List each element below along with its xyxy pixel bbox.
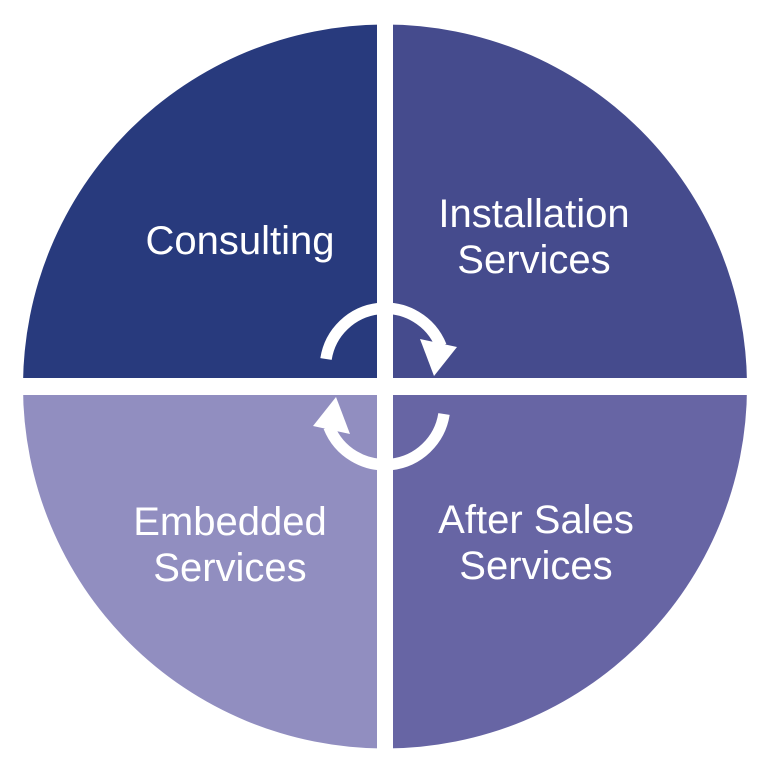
divider-horizontal (0, 378, 768, 395)
label-installation-line1: Installation (438, 192, 629, 236)
cycle-arrow-top-icon (320, 302, 457, 376)
label-embedded-line2: Services (153, 546, 306, 590)
quadrant-after-sales-services (385, 386, 747, 749)
label-consulting: Consulting (145, 219, 334, 263)
label-installation-line2: Services (457, 238, 610, 282)
label-after-sales-line1: After Sales (438, 498, 634, 542)
cycle-arrow-top-arc (320, 302, 447, 361)
quadrant-installation-services (385, 24, 747, 387)
quadrant-consulting (23, 24, 385, 387)
label-after-sales-line2: Services (459, 544, 612, 588)
label-embedded-line1: Embedded (133, 500, 326, 544)
quadrant-embedded-services (23, 386, 385, 749)
cycle-arrow-top-head (420, 339, 457, 376)
